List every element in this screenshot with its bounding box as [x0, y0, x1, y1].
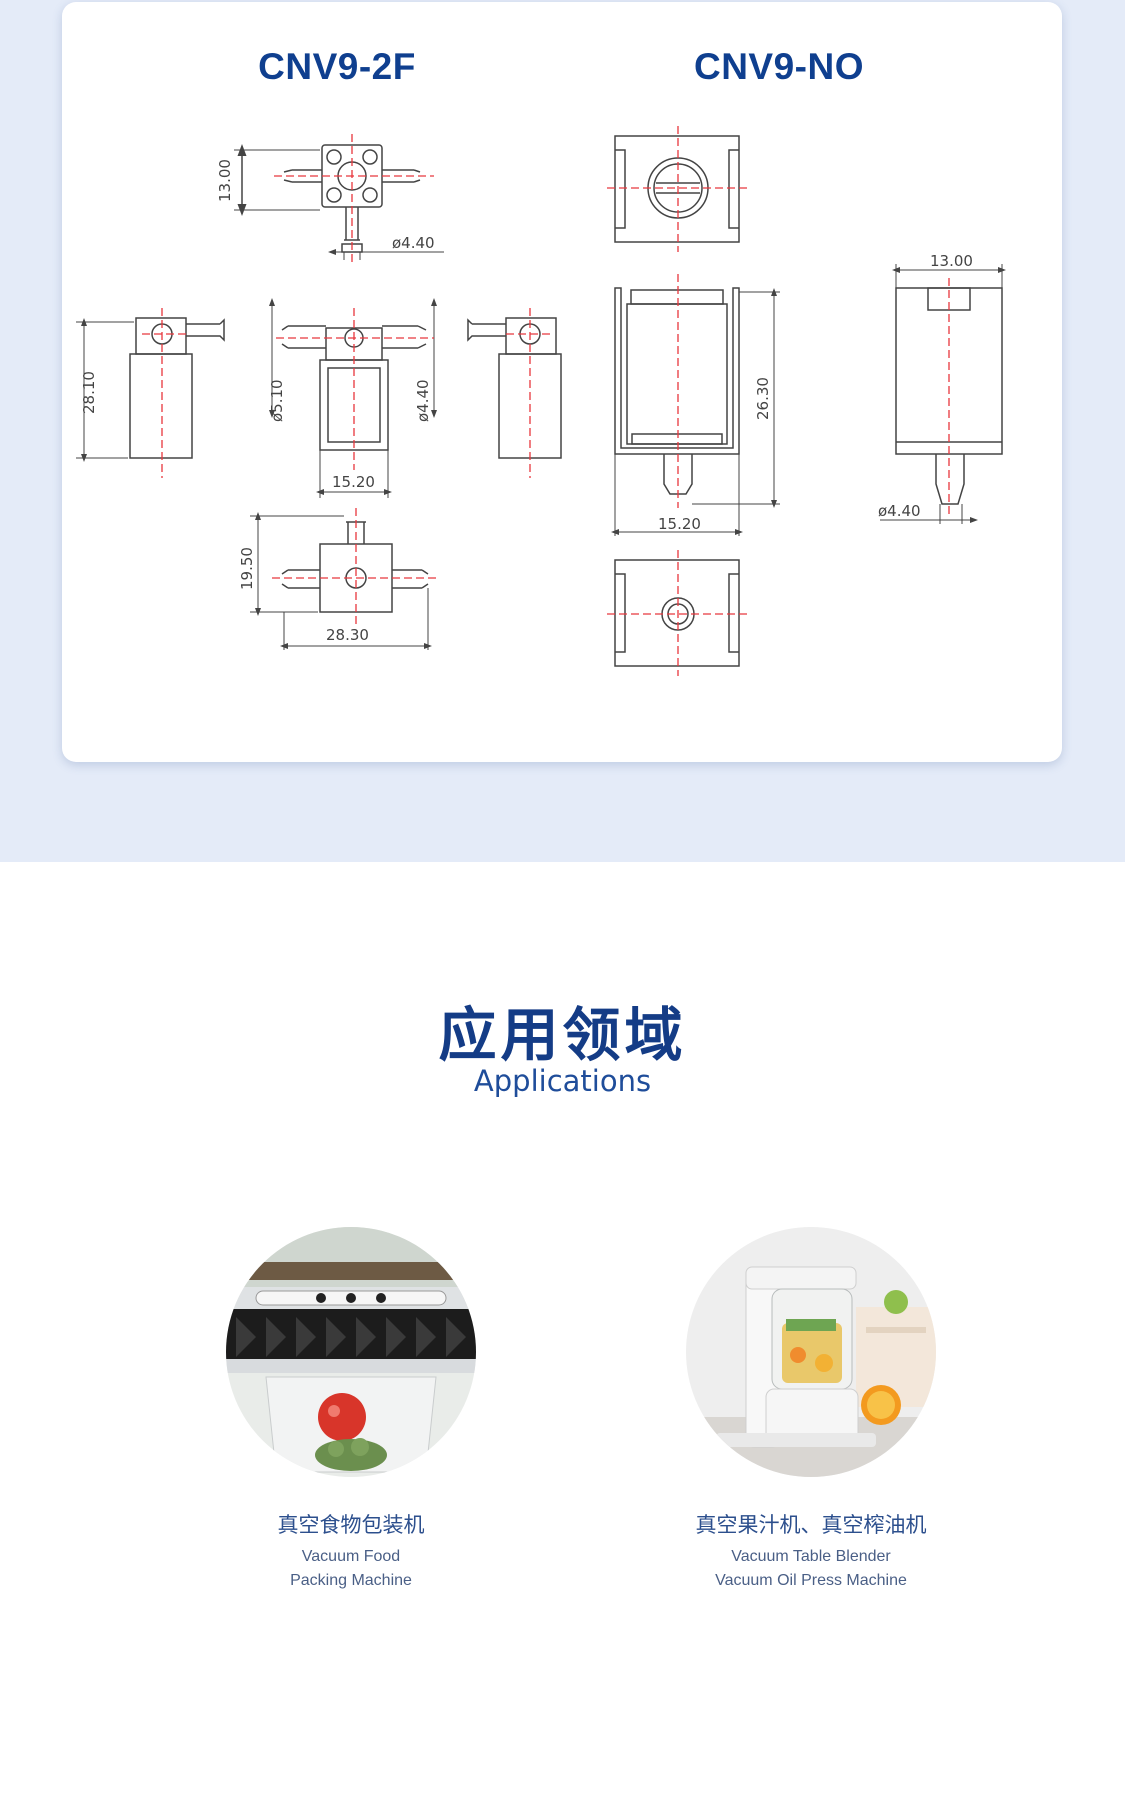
model-title-cnv9-no: CNV9-NO: [693, 46, 865, 87]
left-body-width-label: 15.20: [332, 473, 375, 491]
application-en-label: Vacuum Table Blender Vacuum Oil Press Ma…: [631, 1545, 991, 1593]
left-top-centerlines: [274, 134, 434, 264]
application-en-line1: Vacuum Table Blender: [731, 1548, 891, 1565]
left-top-nozzle-label: ø4.40: [392, 234, 435, 252]
blender-photo: [686, 1227, 936, 1477]
application-en-label: Vacuum Food Packing Machine: [171, 1545, 531, 1593]
application-item-food-packing: 真空食物包装机 Vacuum Food Packing Machine: [171, 1227, 531, 1593]
left-base-width-label: 28.30: [326, 626, 369, 644]
right-top-view: [614, 135, 740, 243]
right-side-width-label: 13.00: [930, 252, 973, 270]
model-title-cnv9-2f: CNV9-2F: [258, 46, 416, 87]
right-bottom-view: [614, 559, 740, 667]
left-port-label: ø5.10: [268, 379, 286, 422]
right-total-height-label: 26.30: [754, 377, 772, 420]
application-en-line2: Vacuum Oil Press Machine: [715, 1572, 907, 1589]
left-top-nozzle-dim: [328, 249, 444, 260]
right-nozzle-label: ø4.40: [878, 502, 921, 520]
left-side-view-b: [467, 317, 562, 459]
right-front-view: [611, 287, 780, 536]
right-body-width-label: 15.20: [658, 515, 701, 533]
dimension-drawing-card: CNV9-2F CNV9-NO: [62, 2, 1062, 762]
section-subtitle: Applications: [473, 1064, 652, 1098]
application-zh-label: 真空果汁机、真空榨油机: [695, 1513, 927, 1537]
left-top-height-label: 13.00: [216, 159, 234, 202]
application-zh-label: 真空食物包装机: [277, 1513, 425, 1537]
vacuum-sealer-photo: [226, 1227, 476, 1477]
section-title: 应用领域: [438, 1001, 687, 1069]
left-side-view-a: [76, 317, 225, 462]
application-item-blender: 真空果汁机、真空榨油机 Vacuum Table Blender Vacuum …: [631, 1227, 991, 1593]
application-en-line1: Vacuum Food: [301, 1548, 401, 1565]
left-front-view: [269, 298, 437, 498]
left-top-height-dim: [234, 144, 320, 216]
right-side-view: [880, 264, 1006, 524]
right-port-label: ø4.40: [414, 379, 432, 422]
application-en-line2: Packing Machine: [290, 1572, 412, 1589]
left-body-height-label: 28.10: [80, 371, 98, 414]
left-base-height-label: 19.50: [238, 547, 256, 590]
technical-drawing: 13.00 ø4.40 28.10: [76, 126, 1006, 676]
